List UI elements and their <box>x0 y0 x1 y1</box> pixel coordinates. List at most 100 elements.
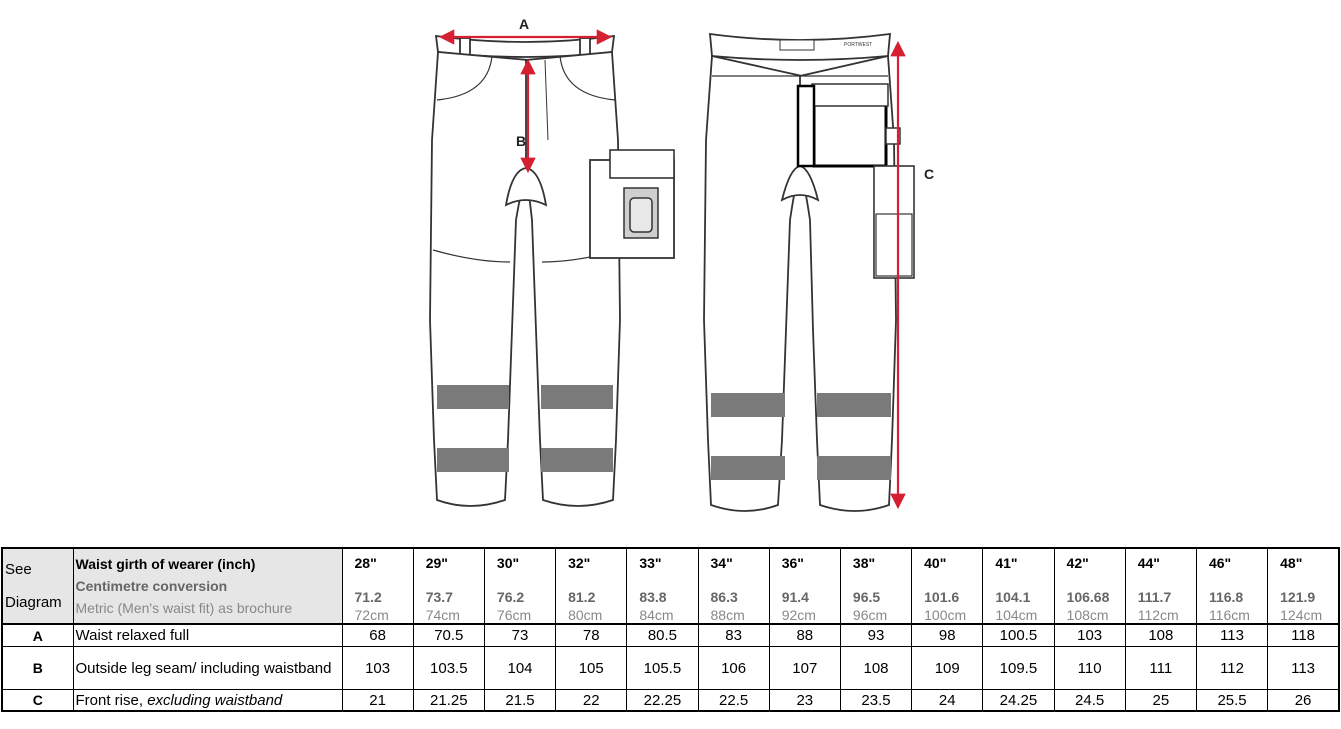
label-b: B <box>516 133 527 149</box>
size-header-cell: 44" 111.7 112cm <box>1124 547 1197 625</box>
measure-value: 103 <box>341 646 414 690</box>
size-inch: 33" <box>639 555 662 571</box>
trouser-diagram: PORTWEST A B C <box>429 16 935 512</box>
size-inch: 48" <box>1280 555 1303 571</box>
measure-value: 22.5 <box>697 689 770 712</box>
size-brochure: 72cm <box>354 607 389 623</box>
measure-value: 22 <box>555 689 628 712</box>
size-brochure: 74cm <box>425 607 460 623</box>
reflective-bands-back <box>711 393 891 480</box>
size-brochure: 92cm <box>781 607 816 623</box>
measure-value: 108 <box>1124 623 1197 647</box>
measure-value: 26 <box>1267 689 1341 712</box>
size-cm: 116.8 <box>1208 589 1244 605</box>
header-metric-note: Metric (Men's waist fit) as brochure <box>75 600 293 616</box>
measure-value: 24.25 <box>982 689 1055 712</box>
measure-value: 73 <box>483 623 557 647</box>
measure-value: 80.5 <box>626 623 699 647</box>
measure-value: 107 <box>768 646 841 690</box>
size-brochure: 104cm <box>995 607 1038 623</box>
measure-value: 21 <box>341 689 414 712</box>
back-view <box>703 32 915 512</box>
measure-value: 109 <box>911 646 984 690</box>
measure-value: 103 <box>1053 623 1126 647</box>
diagram-text: Diagram <box>5 594 62 611</box>
size-cm: 76.2 <box>496 589 525 605</box>
measure-value: 23 <box>768 689 841 712</box>
size-cm: 73.7 <box>425 589 453 605</box>
measure-code: B <box>1 646 74 690</box>
measure-code: A <box>1 623 74 647</box>
measure-label-cell: Front rise, excluding waistband <box>72 689 343 712</box>
size-inch: 46" <box>1208 555 1232 571</box>
size-chart-table: See Diagram Waist girth of wearer (inch)… <box>1 547 1341 712</box>
size-brochure: 76cm <box>496 607 532 623</box>
label-c: C <box>924 166 935 182</box>
size-cm: 86.3 <box>710 589 738 605</box>
size-cm: 121.9 <box>1280 589 1316 605</box>
size-inch: 34" <box>710 555 733 571</box>
size-brochure: 96cm <box>852 607 888 623</box>
header-row: See Diagram Waist girth of wearer (inch)… <box>1 547 1341 625</box>
size-header-cell: 34" 86.3 88cm <box>697 547 770 625</box>
size-inch: 42" <box>1066 555 1089 571</box>
measure-code: C <box>1 689 74 712</box>
measure-value: 68 <box>341 623 414 647</box>
header-subtitle: Centimetre conversion <box>75 578 228 594</box>
measure-value: 25 <box>1124 689 1197 712</box>
measure-value: 105.5 <box>626 646 699 690</box>
size-cm: 106.68 <box>1066 589 1110 605</box>
size-brochure: 88cm <box>710 607 745 623</box>
size-header-cell: 28" 71.2 72cm <box>341 547 414 625</box>
measure-value: 112 <box>1195 646 1269 690</box>
measure-value: 93 <box>839 623 913 647</box>
measure-label: Waist relaxed full <box>75 627 190 644</box>
see-text: See <box>5 561 32 578</box>
size-cm: 91.4 <box>781 589 809 605</box>
reflective-bands-front <box>437 385 613 472</box>
measure-label-cell: Waist relaxed full <box>72 623 343 647</box>
size-cm: 111.7 <box>1137 589 1172 605</box>
size-inch: 29" <box>425 555 448 571</box>
size-cm: 71.2 <box>354 589 382 605</box>
size-brochure: 112cm <box>1137 607 1179 623</box>
size-cm: 96.5 <box>852 589 881 605</box>
label-a: A <box>519 16 530 32</box>
measure-value: 108 <box>839 646 913 690</box>
measure-value: 21.5 <box>483 689 557 712</box>
measure-value: 113 <box>1267 646 1341 690</box>
measure-label-cell: Outside leg seam/ including waistband <box>72 646 343 690</box>
measure-value: 103.5 <box>412 646 485 690</box>
measure-value: 118 <box>1267 623 1341 647</box>
size-header-cell: 29" 73.7 74cm <box>412 547 485 625</box>
size-inch: 44" <box>1137 555 1160 571</box>
size-cm: 81.2 <box>568 589 596 605</box>
front-view <box>429 34 675 507</box>
measure-value: 105 <box>555 646 628 690</box>
measure-value: 113 <box>1195 623 1269 647</box>
measure-value: 88 <box>768 623 841 647</box>
size-brochure: 80cm <box>568 607 603 623</box>
measure-value: 106 <box>697 646 770 690</box>
size-cm: 83.8 <box>639 589 667 605</box>
measure-value: 110 <box>1053 646 1126 690</box>
size-inch: 28" <box>354 555 377 571</box>
measure-label: Front rise, <box>75 691 148 709</box>
size-inch: 40" <box>924 555 947 571</box>
measure-value: 83 <box>697 623 770 647</box>
measure-value: 100.5 <box>982 623 1055 647</box>
measure-value: 70.5 <box>412 623 485 647</box>
size-inch: 38" <box>852 555 876 571</box>
measure-value: 23.5 <box>839 689 913 712</box>
size-cm: 104.1 <box>995 589 1031 605</box>
measure-value: 21.25 <box>412 689 485 712</box>
measure-value: 78 <box>555 623 628 647</box>
